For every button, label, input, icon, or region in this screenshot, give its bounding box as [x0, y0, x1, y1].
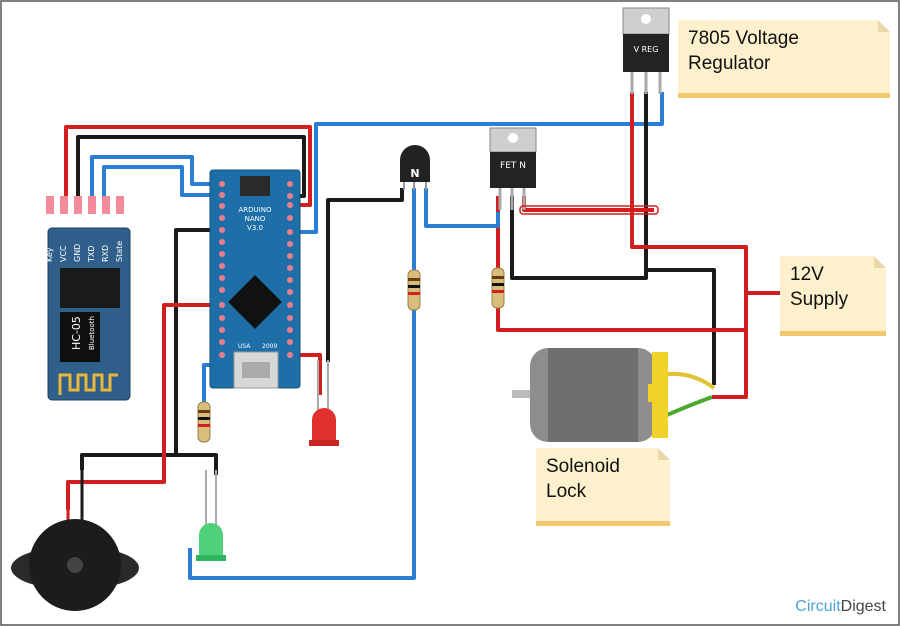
solenoid-label-line2: Lock	[546, 481, 587, 502]
regulator-note: 7805 Voltage Regulator	[678, 20, 890, 98]
supply-note: 12V Supply	[780, 256, 886, 336]
arduino-model: NANO	[245, 215, 266, 223]
wire-red-top	[64, 125, 312, 207]
regulator-label-line2: Regulator	[688, 53, 771, 74]
wire-red-gate	[496, 196, 746, 332]
brand-digest: Digest	[840, 598, 886, 615]
brand-logo: CircuitDigest	[795, 598, 886, 616]
solenoid-label-line1: Solenoid	[546, 456, 620, 477]
wire-yellow-motor	[659, 371, 716, 390]
supply-label-line1: 12V	[790, 264, 824, 285]
green-led	[196, 470, 226, 561]
hc05-pin-rxd: RXD	[101, 245, 110, 262]
hc05-pin-txd: TXD	[87, 245, 96, 263]
arduino-nano: ARDUINO NANO V3.0 USA 2009	[209, 169, 301, 389]
wires	[64, 92, 780, 580]
resistor-mosfet	[491, 267, 505, 309]
npn-transistor: N	[400, 145, 430, 190]
wire-black-transistor	[326, 188, 404, 362]
wire-red-regulator	[630, 92, 748, 399]
wire-blue-transistor	[424, 188, 500, 228]
hc05-module: Key VCC GND TXD RXD State HC-05 Bluetoot…	[45, 196, 131, 401]
drain-connector	[519, 205, 659, 215]
wire-blue-rx	[102, 165, 222, 200]
wire-black-regulator	[510, 92, 648, 280]
resistor-transistor	[407, 269, 421, 311]
hc05-model: HC-05	[70, 316, 83, 350]
wire-black-motor	[646, 268, 716, 385]
brand-circuit: Circuit	[795, 598, 841, 615]
supply-label-line2: Supply	[790, 289, 849, 310]
wire-blue-tx	[90, 155, 222, 200]
wire-red-led	[298, 353, 322, 395]
note-fold	[874, 256, 886, 268]
wire-black-led	[176, 453, 218, 475]
hc05-pin-state: State	[115, 241, 124, 262]
wire-blue-base	[188, 188, 416, 580]
arduino-year: 2009	[262, 343, 277, 350]
hc05-pin-gnd: GND	[73, 244, 82, 262]
hc05-pin-vcc: VCC	[59, 245, 68, 262]
regulator-mark: V REG	[634, 45, 659, 54]
wire-red-mosfet	[522, 196, 654, 212]
resistor-led	[197, 401, 211, 443]
hc05-pins	[46, 196, 124, 214]
hc05-sub: Bluetooth	[88, 316, 96, 350]
note-fold	[878, 20, 890, 32]
note-fold	[658, 448, 670, 460]
arduino-version: V3.0	[247, 224, 263, 232]
wire-black-top	[76, 135, 306, 200]
solenoid-motor	[512, 348, 668, 442]
arduino-title: ARDUINO	[239, 206, 272, 214]
buzzer	[11, 470, 139, 611]
voltage-regulator: V REG	[622, 7, 670, 94]
hc05-pin-key: Key	[45, 247, 54, 262]
solenoid-note: Solenoid Lock	[536, 448, 670, 526]
regulator-label-line1: 7805 Voltage	[688, 28, 799, 49]
arduino-port: USA	[238, 343, 251, 350]
transistor-mark: N	[410, 167, 419, 180]
wire-blue-regulator	[298, 92, 664, 234]
red-led	[309, 360, 339, 446]
mosfet-mark: FET N	[500, 161, 526, 171]
